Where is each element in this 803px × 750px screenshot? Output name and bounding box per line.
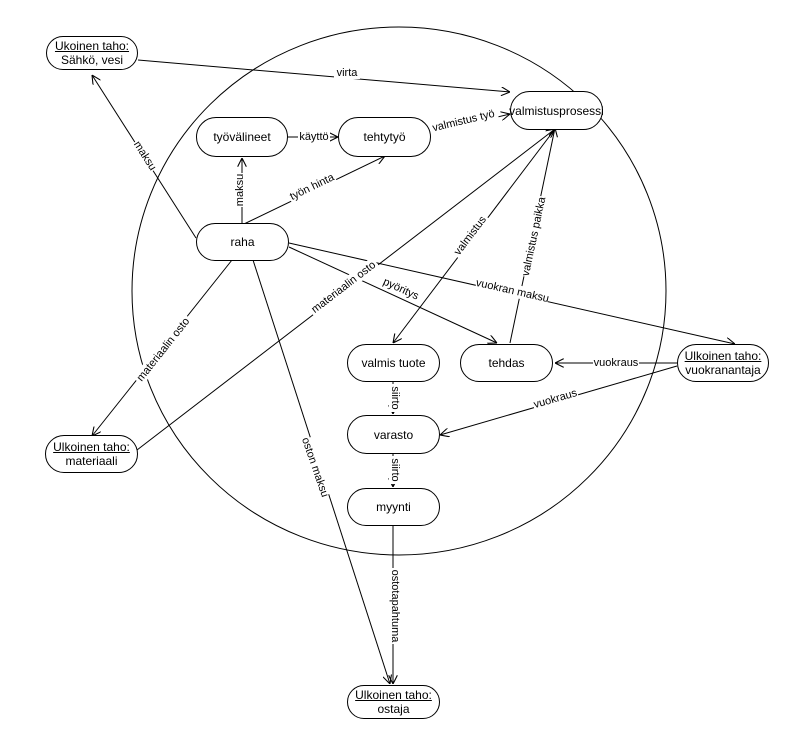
label-valmistus: valmistus <box>449 211 491 260</box>
node-tyovalineet-label: työvälineet <box>213 130 271 144</box>
node-vuokranantaja-heading: Ulkoinen taho: <box>684 349 762 363</box>
node-materiaali: Ulkoinen taho: materiaali <box>45 435 138 473</box>
label-virta: virta <box>334 66 360 79</box>
node-raha-label: raha <box>230 235 255 249</box>
svg-text:valmistus työ: valmistus työ <box>431 108 496 135</box>
svg-text:työn hinta: työn hinta <box>288 171 337 203</box>
svg-text:valmistus: valmistus <box>452 213 489 257</box>
svg-text:maksu: maksu <box>234 174 246 206</box>
node-ostaja-heading: Ulkoinen taho: <box>355 688 432 702</box>
label-valmistus-paikka: valmistus paikka <box>518 195 549 278</box>
edge-pyoritys <box>288 246 497 343</box>
node-sahko-vesi-label: Sähkö, vesi <box>60 53 124 67</box>
node-tehdas-label: tehdas <box>488 356 525 370</box>
svg-text:materiaalin osto: materiaalin osto <box>309 259 378 316</box>
label-maksu-tyovalineet: maksu <box>233 173 246 207</box>
label-siirto-2: siirto <box>389 456 402 484</box>
node-varasto: varasto <box>347 415 440 454</box>
svg-text:vuokran maksu: vuokran maksu <box>475 277 550 305</box>
node-valmis-tuote: valmis tuote <box>347 344 440 382</box>
node-vuokranantaja-label: vuokranantaja <box>685 363 761 377</box>
svg-text:valmistus paikka: valmistus paikka <box>520 195 549 277</box>
label-oston-maksu: oston maksu <box>299 436 332 499</box>
node-materiaali-heading: Ulkoinen taho: <box>53 440 130 454</box>
label-vuokran-maksu: vuokran maksu <box>475 276 550 305</box>
label-kaytto: käyttö <box>298 130 330 143</box>
label-vuokraus-varasto: vuokraus <box>531 385 580 412</box>
label-vuokraus-tehdas: vuokraus <box>593 356 639 369</box>
svg-text:siirto: siirto <box>389 386 401 409</box>
node-myynti: myynti <box>347 488 440 526</box>
label-materiaalin-osto-right: materiaalin osto <box>306 256 380 318</box>
node-valmistusprosessi: valmistusprosessi <box>509 91 604 130</box>
svg-text:käyttö: käyttö <box>299 131 328 143</box>
node-tyovalineet: työvälineet <box>196 117 288 157</box>
svg-text:vuokraus: vuokraus <box>532 387 579 411</box>
node-valmistusprosessi-label: valmistusprosessi <box>509 103 604 118</box>
label-materiaalin-osto-left: materiaalin osto <box>132 313 194 386</box>
node-tehtytyo: tehtytyö <box>338 117 431 157</box>
svg-text:maksu: maksu <box>131 139 159 173</box>
label-ostotapahtuma: ostotapahtuma <box>389 568 402 644</box>
node-sahko-vesi-heading: Ukoinen taho: <box>54 39 130 53</box>
node-raha: raha <box>196 223 289 261</box>
node-tehdas: tehdas <box>460 344 553 382</box>
label-tyon-hinta: työn hinta <box>286 170 338 204</box>
node-sahko-vesi: Ukoinen taho: Sähkö, vesi <box>46 36 138 70</box>
node-ostaja-label: ostaja <box>377 702 410 716</box>
node-vuokranantaja: Ulkoinen taho: vuokranantaja <box>677 344 769 382</box>
node-myynti-label: myynti <box>376 500 411 514</box>
svg-text:oston maksu: oston maksu <box>299 436 331 499</box>
label-valmistus-tyo: valmistus työ <box>427 106 499 136</box>
svg-text:virta: virta <box>337 67 359 79</box>
node-materiaali-label: materiaali <box>65 454 118 468</box>
system-boundary-circle <box>131 26 667 556</box>
label-siirto-1: siirto <box>389 384 402 412</box>
svg-text:siirto: siirto <box>389 458 401 481</box>
node-varasto-label: varasto <box>373 427 414 442</box>
label-maksu-sahko: maksu <box>130 137 160 174</box>
svg-text:vuokraus: vuokraus <box>594 357 639 369</box>
svg-text:materiaalin osto: materiaalin osto <box>135 316 193 384</box>
node-valmis-tuote-label: valmis tuote <box>361 356 426 370</box>
svg-text:ostotapahtuma: ostotapahtuma <box>389 570 401 644</box>
edge-virta <box>137 59 510 92</box>
node-ostaja: Ulkoinen taho: ostaja <box>347 685 440 719</box>
node-tehtytyo-label: tehtytyö <box>363 130 406 144</box>
